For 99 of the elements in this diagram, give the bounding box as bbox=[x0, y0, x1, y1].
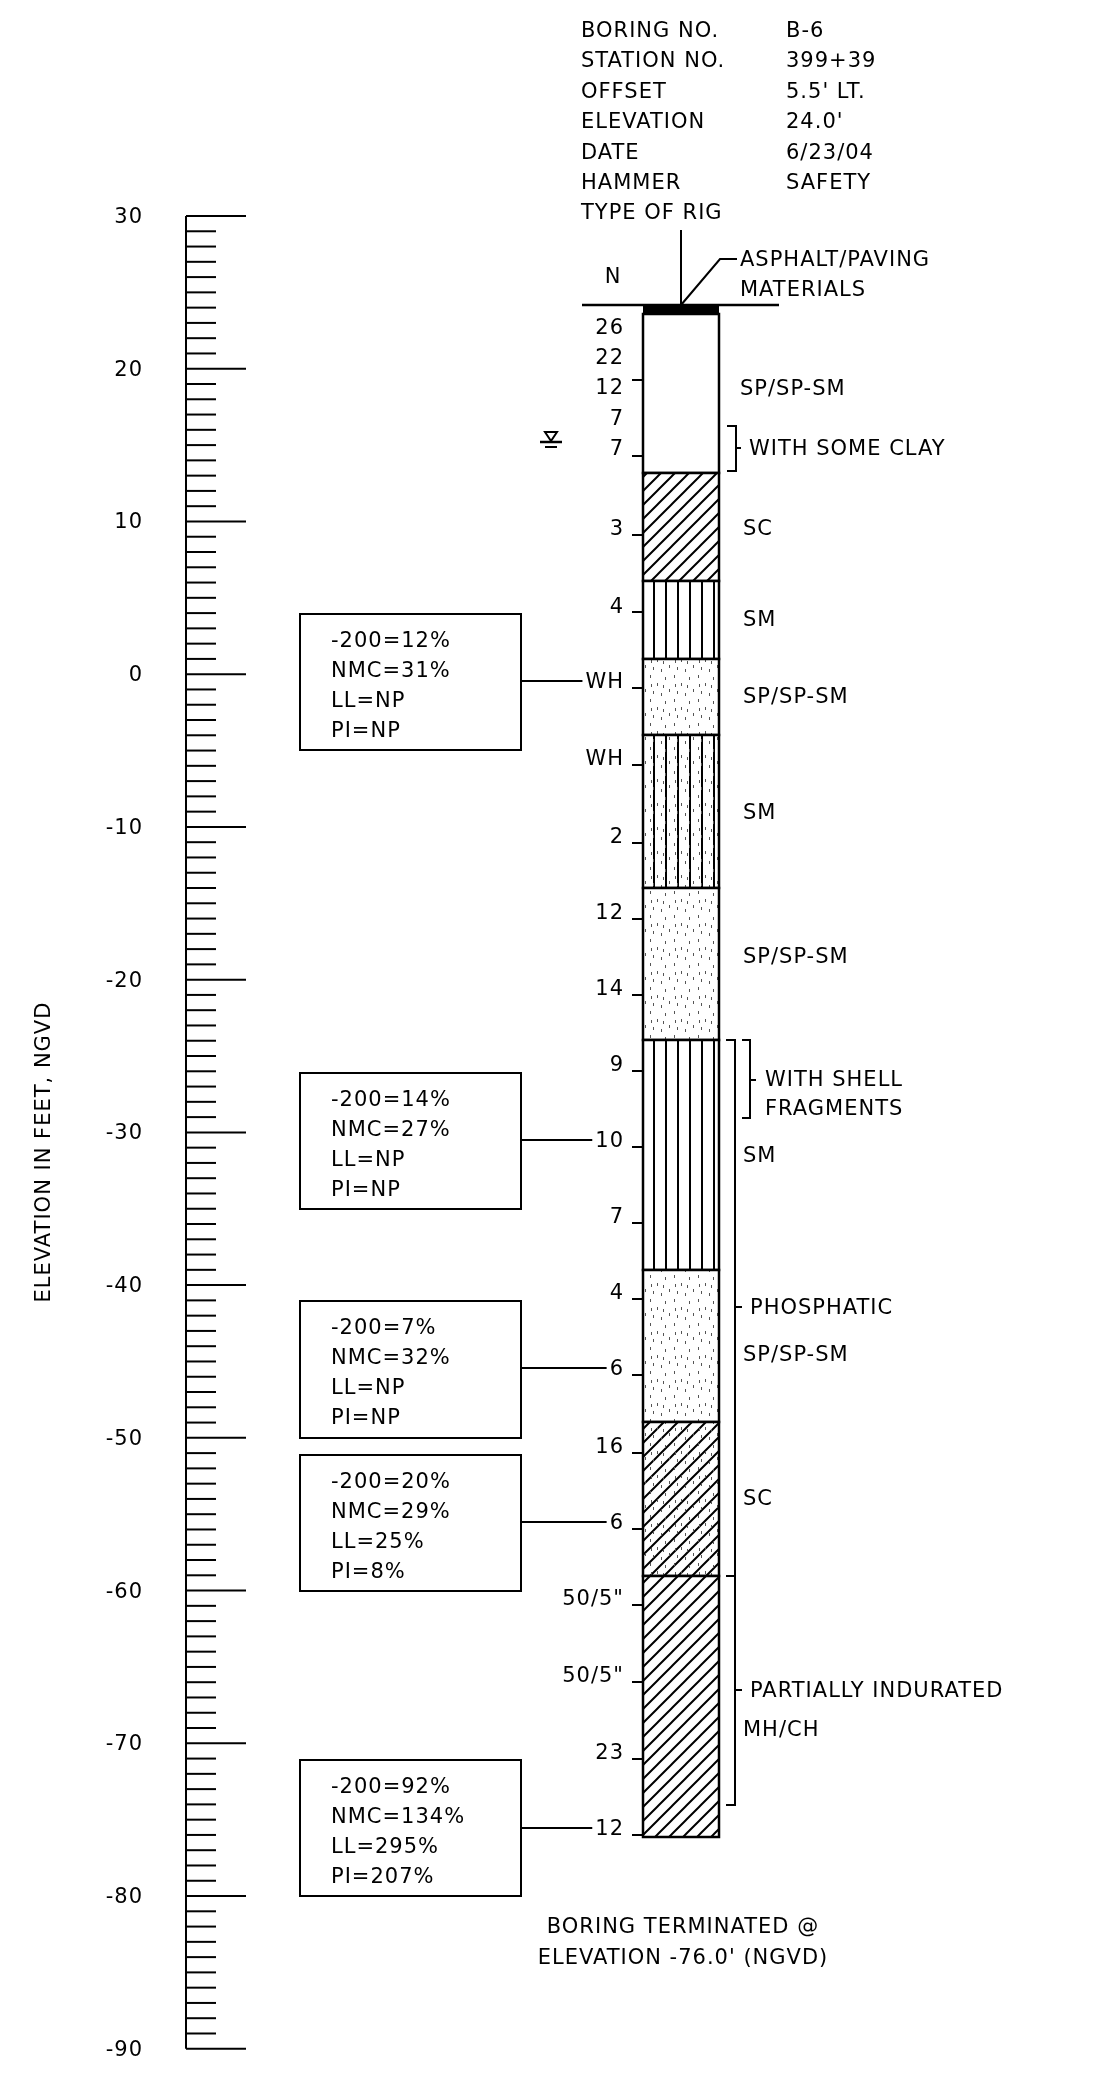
axis-tick-label: -90 bbox=[105, 2035, 143, 2063]
soil-description: SP/SP-SM bbox=[743, 1340, 849, 1368]
blow-count: 23 bbox=[595, 1738, 624, 1766]
test-result: PI=NP bbox=[331, 1404, 402, 1431]
test-result: PI=NP bbox=[331, 1176, 402, 1203]
blow-count: WH bbox=[585, 666, 624, 696]
test-result: LL=NP bbox=[331, 1374, 407, 1401]
field-label: STATION NO. bbox=[581, 47, 726, 75]
leader-line bbox=[680, 258, 738, 306]
axis-tick-label: -40 bbox=[105, 1271, 143, 1299]
leader-line bbox=[521, 1827, 594, 1829]
test-result: LL=295% bbox=[331, 1833, 441, 1860]
axis-tick-label: 20 bbox=[114, 355, 143, 383]
test-result: LL=NP bbox=[331, 687, 407, 714]
test-result: NMC=32% bbox=[331, 1344, 452, 1371]
axis-title: ELEVATION IN FEET, NGVD bbox=[29, 1001, 56, 1303]
test-result: NMC=134% bbox=[331, 1803, 467, 1830]
test-results-box bbox=[299, 1072, 522, 1210]
test-result: NMC=29% bbox=[331, 1498, 452, 1525]
soil-description: SC bbox=[743, 514, 773, 542]
soil-description: PARTIALLY INDURATED bbox=[750, 1676, 1004, 1704]
field-label: DATE bbox=[581, 138, 640, 166]
axis-tick-label: -10 bbox=[105, 813, 143, 841]
leader-line bbox=[521, 680, 584, 682]
test-result: -200=20% bbox=[331, 1468, 452, 1495]
blow-count: 50/5" bbox=[562, 1661, 624, 1689]
soil-description: PHOSPHATIC bbox=[750, 1293, 894, 1321]
test-result: PI=207% bbox=[331, 1863, 436, 1890]
test-results-box bbox=[299, 1454, 522, 1592]
field-value: B-6 bbox=[786, 16, 825, 44]
field-label: OFFSET bbox=[581, 77, 667, 105]
blow-count: 2 bbox=[609, 822, 624, 850]
blow-count: 3 bbox=[609, 514, 624, 542]
test-results-box bbox=[299, 613, 522, 751]
field-label: ELEVATION bbox=[581, 108, 706, 135]
blow-count: 12 bbox=[595, 898, 624, 926]
axis-tick-label: 0 bbox=[128, 661, 143, 688]
field-label: HAMMER bbox=[581, 168, 682, 196]
axis-tick-label: -50 bbox=[105, 1424, 143, 1452]
soil-description: MH/CH bbox=[743, 1715, 820, 1743]
blow-count: 4 bbox=[609, 592, 624, 620]
blow-count: 14 bbox=[595, 974, 624, 1002]
soil-description: SM bbox=[743, 1141, 777, 1169]
field-value: 5.5' LT. bbox=[786, 77, 866, 105]
soil-description: WITH SHELL FRAGMENTS bbox=[765, 1066, 905, 1122]
column-heading: N bbox=[604, 262, 622, 290]
test-result: NMC=31% bbox=[331, 657, 452, 684]
axis-tick-label: -20 bbox=[105, 966, 143, 994]
soil-description: SP/SP-SM bbox=[743, 942, 849, 970]
field-value: 24.0' bbox=[786, 108, 844, 135]
blow-count: 12 bbox=[595, 373, 624, 401]
pavement-layer bbox=[643, 305, 719, 314]
blow-count: WH bbox=[585, 744, 624, 772]
axis-tick-label: 30 bbox=[114, 202, 143, 230]
blow-count: 12 bbox=[595, 1813, 624, 1843]
soil-description: SM bbox=[743, 798, 777, 826]
test-result: -200=92% bbox=[331, 1773, 452, 1800]
leader-line bbox=[521, 1521, 608, 1523]
blow-count: 50/5" bbox=[562, 1584, 624, 1612]
blow-count: 16 bbox=[595, 1432, 624, 1460]
blow-count: 7 bbox=[609, 404, 624, 432]
blow-count: 6 bbox=[609, 1507, 624, 1537]
axis-tick-label: -60 bbox=[105, 1577, 143, 1605]
axis-tick-label: -70 bbox=[105, 1730, 143, 1758]
blow-count: 10 bbox=[595, 1125, 624, 1155]
test-result: PI=NP bbox=[331, 717, 402, 744]
test-results-box bbox=[299, 1759, 522, 1897]
soil-description: SP/SP-SM bbox=[743, 682, 849, 710]
blow-count: 7 bbox=[609, 1202, 624, 1230]
soil-description: SM bbox=[743, 605, 777, 633]
soil-description: WITH SOME CLAY bbox=[749, 434, 946, 462]
axis-tick-label: -80 bbox=[105, 1882, 143, 1910]
blow-count: 4 bbox=[609, 1278, 624, 1306]
field-value: 399+39 bbox=[786, 47, 877, 75]
blow-count: 26 bbox=[595, 313, 624, 341]
field-label: TYPE OF RIG bbox=[581, 199, 723, 227]
soil-description: SP/SP-SM bbox=[740, 374, 846, 402]
axis-tick-label: -30 bbox=[105, 1119, 143, 1147]
test-result: -200=12% bbox=[331, 627, 452, 654]
blow-count: 22 bbox=[595, 343, 624, 371]
test-result: -200=7% bbox=[331, 1314, 438, 1341]
test-result: -200=14% bbox=[331, 1086, 452, 1113]
blow-count: 9 bbox=[609, 1050, 624, 1078]
blow-count: 6 bbox=[609, 1353, 624, 1383]
test-result: LL=25% bbox=[331, 1528, 426, 1555]
field-value: 6/23/04 bbox=[786, 138, 874, 166]
leader-line bbox=[521, 1139, 594, 1141]
note: BORING TERMINATED @ ELEVATION -76.0' (NGVD) bbox=[536, 1913, 830, 1971]
field-value: SAFETY bbox=[786, 168, 872, 196]
leader-line bbox=[521, 1367, 608, 1369]
test-results-box bbox=[299, 1300, 522, 1439]
test-result: LL=NP bbox=[331, 1146, 407, 1173]
test-result: PI=8% bbox=[331, 1558, 407, 1585]
blow-count: 7 bbox=[609, 434, 624, 462]
axis-tick-label: 10 bbox=[114, 508, 143, 536]
field-label: BORING NO. bbox=[581, 16, 720, 44]
test-result: NMC=27% bbox=[331, 1116, 452, 1143]
callout-text: ASPHALT/PAVING MATERIALS bbox=[740, 244, 990, 304]
soil-description: SC bbox=[743, 1484, 773, 1512]
